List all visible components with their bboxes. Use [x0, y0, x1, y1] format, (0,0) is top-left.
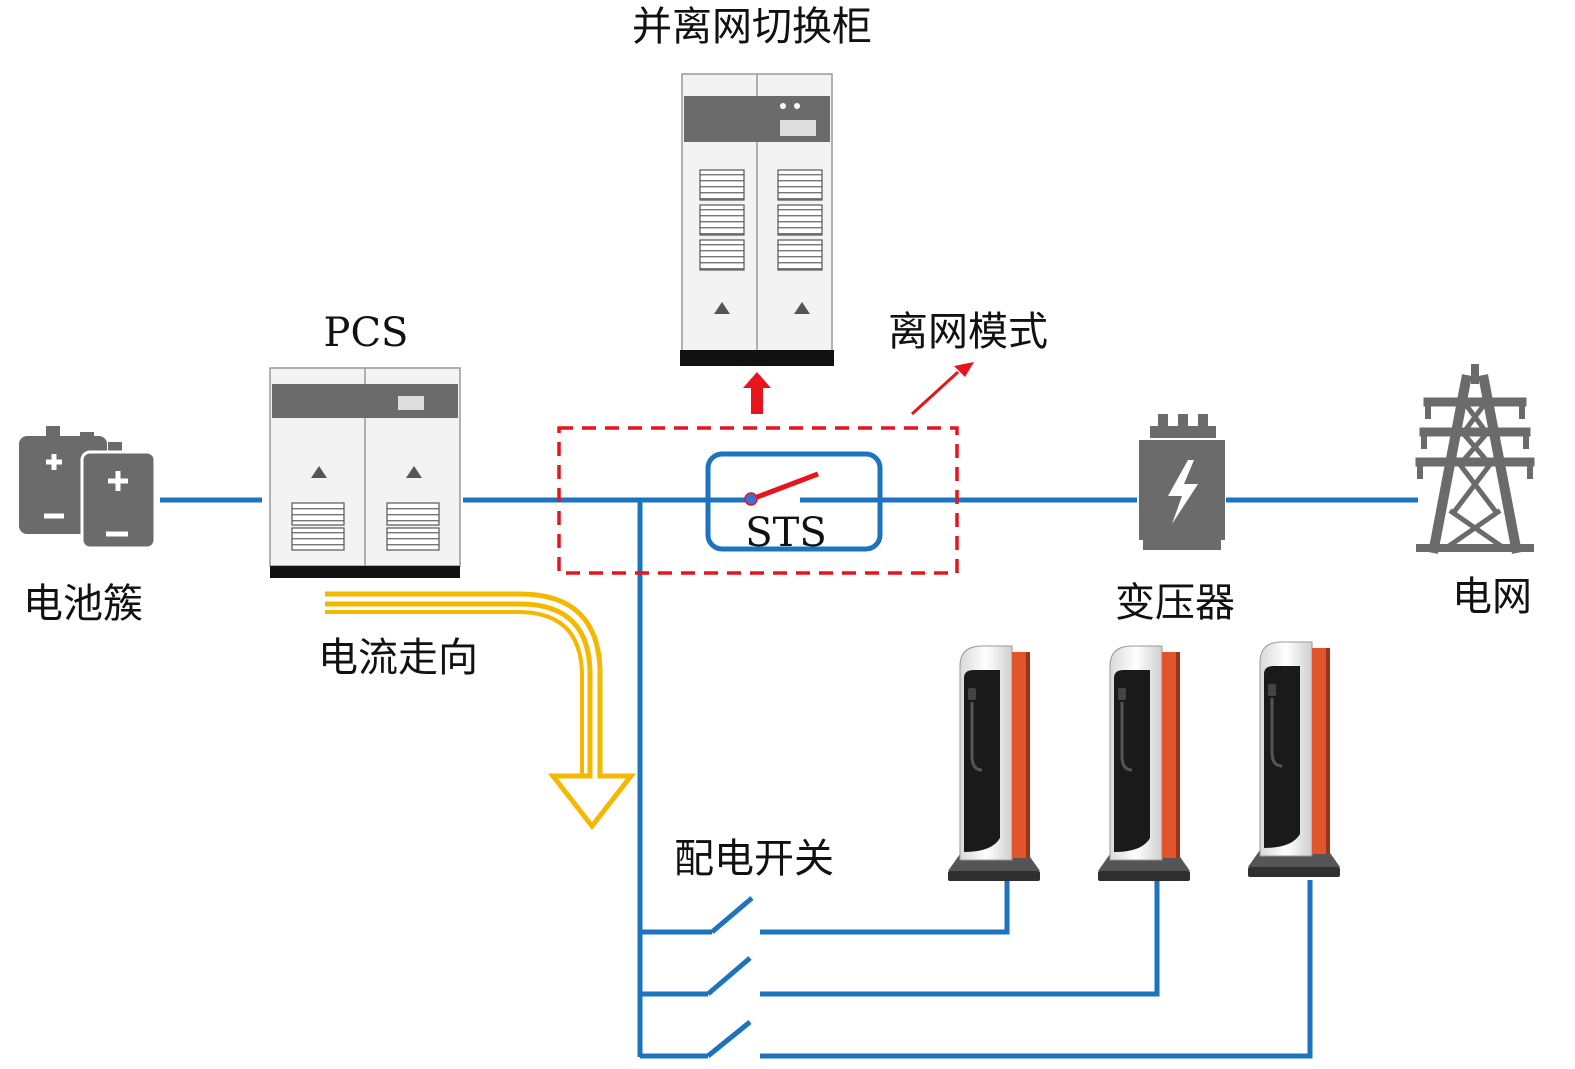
current-flow-arrow: [325, 591, 637, 831]
feeder-line-1-out: [760, 880, 1010, 935]
battery-cluster-icon: [19, 426, 157, 550]
transformer-label: 变压器: [1115, 580, 1235, 626]
current-direction-label: 电流走向: [318, 635, 478, 681]
off-grid-dashed-box: [557, 426, 959, 575]
off-grid-pointer-head: [954, 362, 974, 377]
feeder-line-2-out: [760, 880, 1160, 997]
switch-cabinet-label: 并离网切换柜: [632, 4, 872, 50]
sts-blade: [751, 471, 819, 502]
feeder-line-3-out: [760, 880, 1313, 1059]
sts-pivot: [744, 492, 758, 506]
distribution-switch-blade-1: [710, 896, 754, 934]
switch-cabinet: [680, 73, 834, 366]
transformer-icon: [1139, 414, 1225, 550]
distribution-switch-blade-3: [706, 1020, 752, 1058]
pcs-label: PCS: [324, 310, 409, 356]
red-up-arrow: [743, 372, 771, 414]
transmission-tower-icon: [1415, 364, 1535, 554]
off-grid-pointer-line: [910, 370, 960, 416]
distribution-switch-blade-2: [706, 956, 752, 996]
distribution-switch-label: 配电开关: [674, 836, 834, 882]
pcs-cabinet: [269, 367, 461, 578]
battery-cluster-label: 电池簇: [23, 581, 143, 627]
ev-charger-icon: [1096, 644, 1192, 883]
sts-label: STS: [745, 510, 826, 556]
ev-charger-icon: [1246, 640, 1342, 879]
ev-charger-icon: [946, 644, 1042, 883]
grid-label: 电网: [1452, 574, 1532, 620]
off-grid-mode-label: 离网模式: [888, 309, 1048, 355]
